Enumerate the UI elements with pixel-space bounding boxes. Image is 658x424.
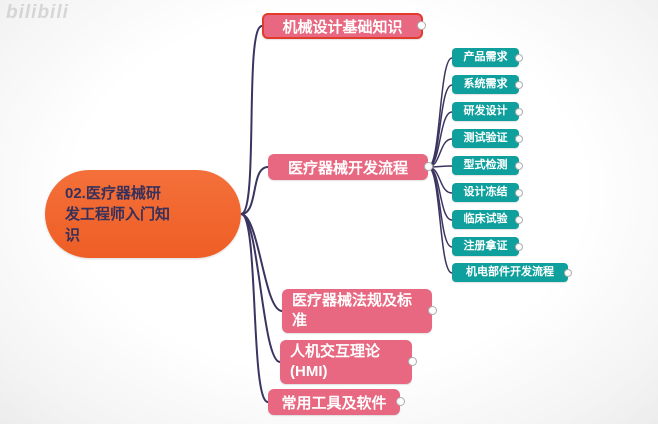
- branch-label: 机械设计基础知识: [282, 18, 403, 36]
- branch-common-tools-software[interactable]: 常用工具及软件: [268, 389, 405, 415]
- collapse-handle[interactable]: [515, 80, 523, 89]
- step-clinical-trial[interactable]: 临床试验: [452, 210, 523, 229]
- root-topic[interactable]: 02.医疗器械研 发工程师入门知 识: [45, 170, 241, 258]
- step-type-testing[interactable]: 型式检测: [452, 156, 523, 175]
- step-system-requirements[interactable]: 系统需求: [452, 75, 523, 94]
- branch-label: 常用工具及软件: [281, 394, 387, 412]
- collapse-handle[interactable]: [515, 134, 523, 143]
- connector-line: [427, 166, 453, 274]
- step-test-verification[interactable]: 测试验证: [452, 129, 523, 148]
- collapse-handle[interactable]: [515, 188, 523, 197]
- collapse-handle[interactable]: [428, 306, 437, 315]
- branch-label: 医疗器械法规及标 准: [292, 292, 413, 329]
- collapse-handle[interactable]: [515, 161, 523, 170]
- branch-mechanical-design-basics[interactable]: 机械设计基础知识: [262, 13, 426, 39]
- connector-line: [240, 213, 281, 363]
- collapse-handle[interactable]: [515, 53, 523, 62]
- collapse-handle[interactable]: [515, 242, 523, 251]
- connector-line: [240, 213, 269, 403]
- collapse-handle[interactable]: [515, 107, 523, 116]
- collapse-handle[interactable]: [396, 397, 405, 406]
- step-registration-cert[interactable]: 注册拿证: [452, 237, 523, 256]
- collapse-handle[interactable]: [408, 357, 417, 366]
- branch-regulations-standards[interactable]: 医疗器械法规及标 准: [282, 289, 437, 333]
- collapse-handle[interactable]: [417, 21, 426, 30]
- connector-line: [427, 57, 453, 168]
- step-product-requirements[interactable]: 产品需求: [452, 48, 523, 67]
- collapse-handle[interactable]: [515, 215, 523, 224]
- connector-line: [240, 166, 269, 215]
- step-rd-design[interactable]: 研发设计: [452, 102, 523, 121]
- branch-device-dev-process[interactable]: 医疗器械开发流程: [268, 154, 433, 180]
- collapse-handle[interactable]: [424, 162, 433, 171]
- bilibili-watermark: bilibili: [6, 2, 69, 23]
- step-electromech-dev-process[interactable]: 机电部件开发流程: [452, 263, 572, 282]
- branch-label: 医疗器械开发流程: [287, 159, 408, 177]
- branch-label: 人机交互理论 (HMI): [290, 343, 381, 380]
- branch-hmi-theory[interactable]: 人机交互理论 (HMI): [280, 340, 417, 384]
- collapse-handle[interactable]: [564, 268, 572, 277]
- step-design-freeze[interactable]: 设计冻结: [452, 183, 523, 202]
- connector-line: [240, 25, 263, 215]
